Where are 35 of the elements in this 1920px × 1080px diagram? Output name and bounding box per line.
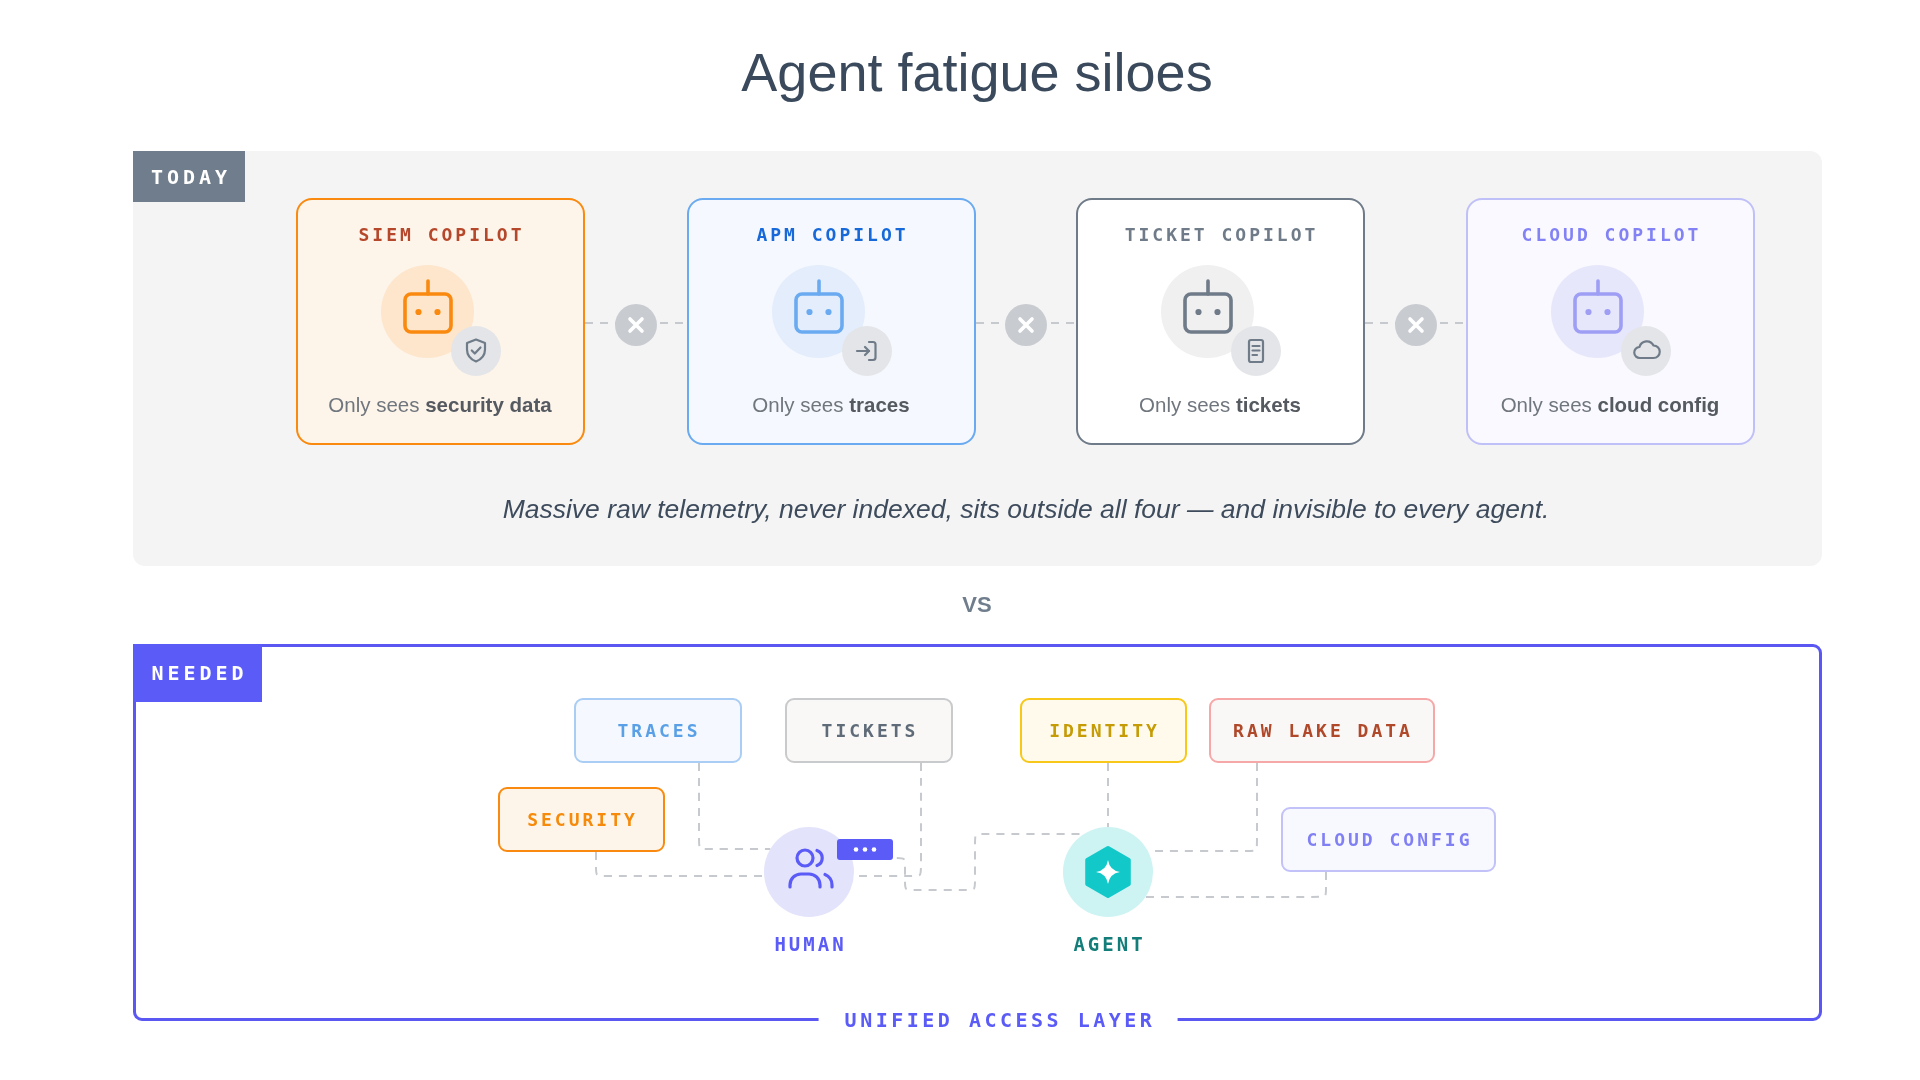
card-title: TICKET COPILOT xyxy=(1124,223,1319,244)
data-source-chip xyxy=(1281,807,1496,872)
actor-label: HUMAN xyxy=(774,933,847,955)
data-source-chip xyxy=(1209,698,1435,763)
chip-label: IDENTITY xyxy=(1049,719,1160,741)
data-source-chip xyxy=(498,787,665,852)
section-tag: TODAY xyxy=(133,151,245,202)
data-source-chip xyxy=(574,698,742,763)
agent-card xyxy=(1076,198,1365,445)
data-source-chip xyxy=(1020,698,1187,763)
diagram-title: Agent fatigue siloes xyxy=(741,41,1213,103)
chip-label: RAW LAKE DATA xyxy=(1233,719,1413,741)
section-tag: NEEDED xyxy=(133,644,262,702)
data-source-chip xyxy=(785,698,953,763)
chip-label: CLOUD CONFIG xyxy=(1306,828,1473,850)
chip-label: SECURITY xyxy=(527,808,638,830)
card-title: SIEM COPILOT xyxy=(358,223,525,244)
card-title: APM COPILOT xyxy=(756,223,909,244)
connector-line xyxy=(1144,871,1327,898)
connector-line xyxy=(1107,762,1109,828)
card-description: Only sees traces xyxy=(752,392,910,417)
actor-label: AGENT xyxy=(1073,933,1146,955)
chip-label: TICKETS xyxy=(821,719,919,741)
caption-text: Massive raw telemetry, never indexed, sits outside all four — and invisible to every agent. xyxy=(502,493,1550,525)
agent-card xyxy=(1466,198,1755,445)
chip-label: TRACES xyxy=(617,719,701,741)
agent-card xyxy=(296,198,585,445)
card-description: Only sees tickets xyxy=(1139,392,1301,417)
section-panel xyxy=(133,151,1822,566)
connector-line xyxy=(698,762,772,850)
agent-card xyxy=(687,198,976,445)
card-description: Only sees security data xyxy=(328,392,552,417)
card-title: CLOUD COPILOT xyxy=(1521,223,1702,244)
card-description: Only sees cloud config xyxy=(1500,392,1720,417)
vs-label: VS xyxy=(962,592,992,618)
